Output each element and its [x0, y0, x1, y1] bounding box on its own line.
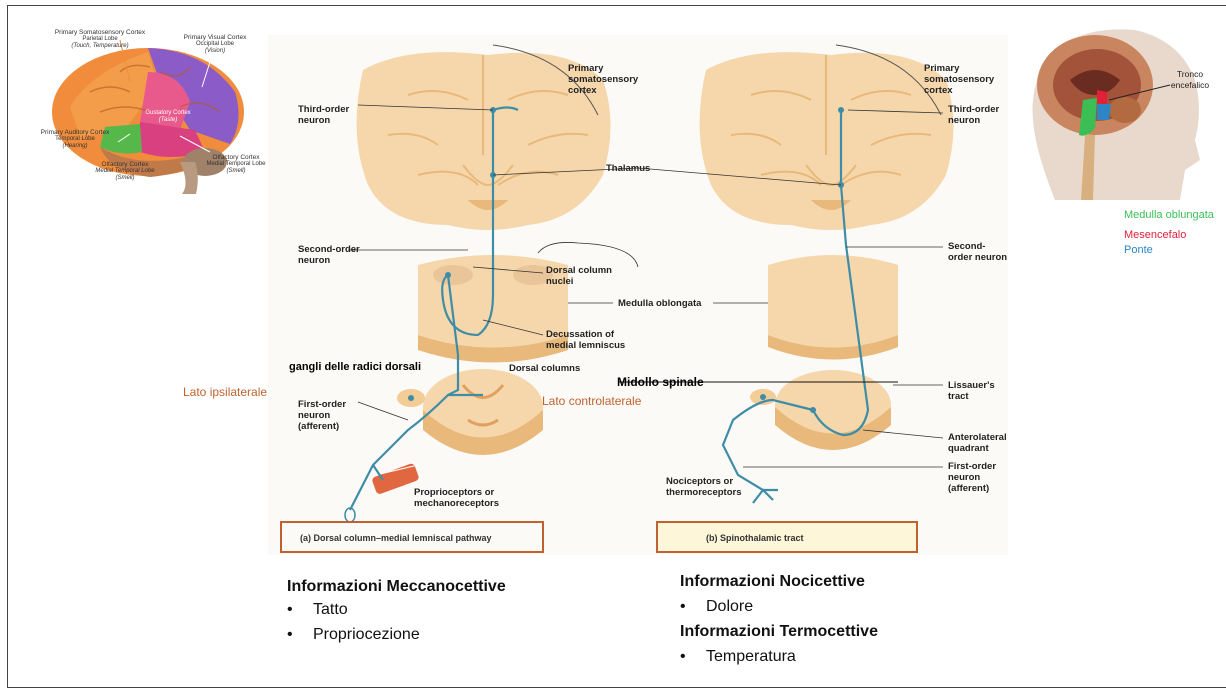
- caption-a-box: (a) Dorsal column–medial lemniscal pathw…: [280, 521, 544, 553]
- visual-label: Primary Visual Cortex Occipital Lobe (Vi…: [170, 34, 260, 55]
- somatosensory-label: Primary Somatosensory Cortex Parietal Lo…: [40, 29, 160, 50]
- olfactory-left-label: Olfactory Cortex Medial Temporal Lobe (S…: [85, 161, 165, 182]
- midollo-annotation: Midollo spinale: [617, 375, 704, 389]
- second-order-neuron-left-label: Second-order neuron: [298, 244, 368, 266]
- third-order-neuron-label: Third-order neuron: [298, 104, 378, 126]
- dorsal-column-nuclei-label: Dorsal column nuclei: [546, 265, 626, 287]
- left-spinal-cord: [397, 369, 543, 455]
- anterolateral-quadrant-label: Anterolateral quadrant: [948, 432, 1008, 454]
- nociceptors-label: Nociceptors or thermoreceptors: [666, 476, 746, 498]
- legend-ponte: Ponte: [1124, 244, 1153, 256]
- brain-inset: Primary Somatosensory Cortex Parietal Lo…: [30, 12, 270, 194]
- gustatory-label: Gustatory Cortex (Taste): [138, 110, 198, 124]
- head-inset: Tronco encefalico: [1015, 20, 1215, 200]
- left-info-item-2: •Propriocezione: [287, 626, 420, 644]
- right-brain-section: [700, 52, 954, 230]
- olfactory-right-label: Olfactory Cortex Medial Temporal Lobe (S…: [198, 154, 274, 175]
- ipsilateral-annotation: Lato ipsilaterale: [183, 385, 267, 399]
- caption-b-box: (b) Spinothalamic tract: [656, 521, 918, 553]
- pathway-illustration: [268, 35, 1008, 555]
- thalamus-label: Thalamus: [606, 163, 650, 174]
- decussation-label: Decussation of medial lemniscus: [546, 329, 646, 351]
- right-medulla: [768, 255, 898, 360]
- proprioceptor-spindle: [371, 463, 419, 495]
- primary-cortex-right-label: Primary somatosensory cortex: [924, 63, 1004, 96]
- second-order-neuron-right-label: Second-order neuron: [948, 241, 1008, 263]
- first-order-neuron-left-label: First-order neuron (afferent): [298, 399, 373, 432]
- gangli-annotation: gangli delle radici dorsali: [289, 361, 421, 373]
- left-info-title: Informazioni Meccanocettive: [287, 578, 506, 596]
- pathway-diagram: Third-order neuron Primary somatosensory…: [268, 35, 1008, 555]
- lissauer-tract-label: Lissauer's tract: [948, 380, 1003, 402]
- first-order-neuron-right-label: First-order neuron (afferent): [948, 461, 1008, 494]
- right-info-item-1: •Dolore: [680, 598, 753, 616]
- head-illustration: [1015, 20, 1215, 200]
- legend-mesencefalo: Mesencefalo: [1124, 229, 1186, 241]
- right-info-title-1: Informazioni Nocicettive: [680, 573, 865, 591]
- auditory-label: Primary Auditory Cortex Temporal Lobe (H…: [30, 129, 120, 150]
- medulla-oblongata-label: Medulla oblongata: [618, 298, 701, 309]
- caption-b: (b) Spinothalamic tract: [706, 533, 804, 543]
- legend-medulla: Medulla oblungata: [1124, 209, 1214, 221]
- tronco-label: Tronco encefalico: [1165, 69, 1215, 91]
- primary-cortex-left-label: Primary somatosensory cortex: [568, 63, 648, 96]
- left-info-item-1: •Tatto: [287, 601, 348, 619]
- proprioceptors-label: Proprioceptors or mechanoreceptors: [414, 487, 504, 509]
- dorsal-columns-label: Dorsal columns: [509, 363, 580, 374]
- contralateral-annotation: Lato controlaterale: [542, 394, 641, 408]
- right-info-item-2: •Temperatura: [680, 648, 796, 666]
- right-info-title-2: Informazioni Termocettive: [680, 623, 878, 641]
- third-order-neuron-right-label: Third-order neuron: [948, 104, 1008, 126]
- caption-a: (a) Dorsal column–medial lemniscal pathw…: [300, 533, 492, 543]
